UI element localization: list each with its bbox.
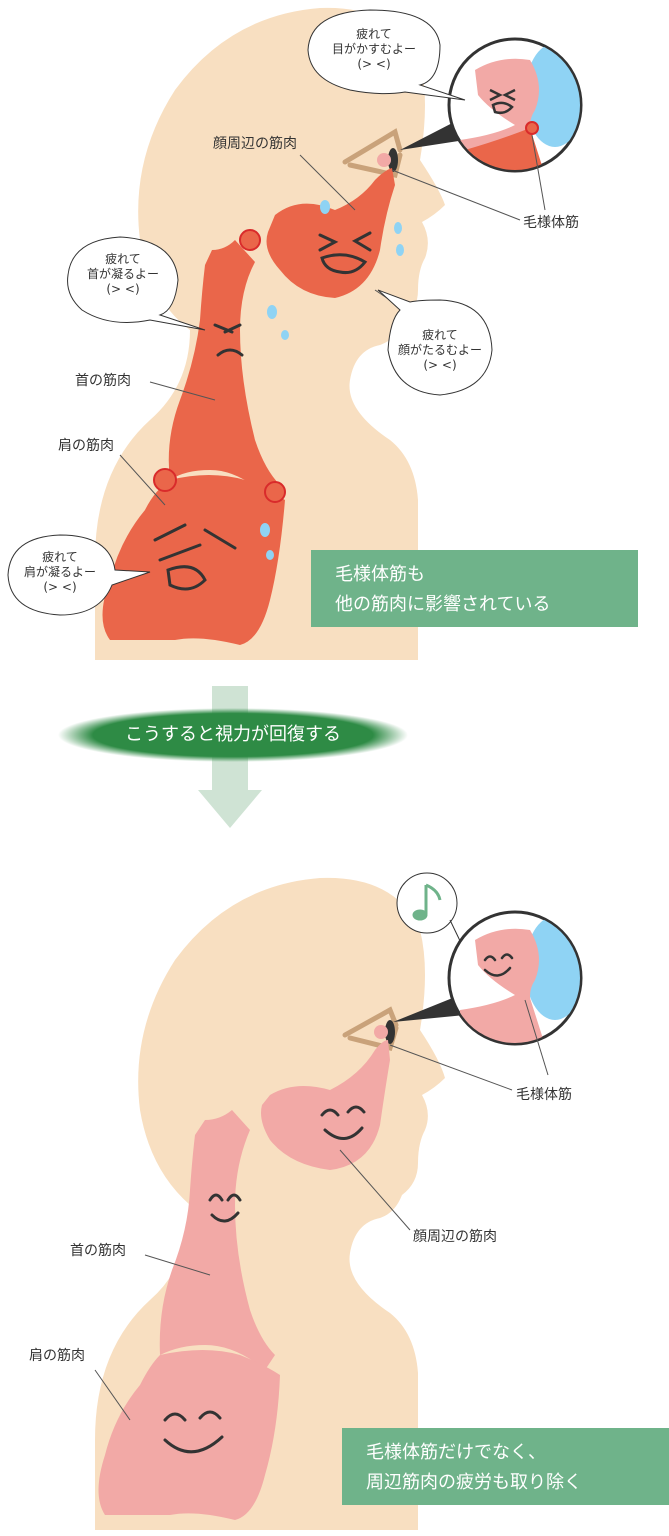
note-box-bottom: 毛様体筋だけでなく、 周辺筋肉の疲労も取り除く [342,1428,669,1505]
eye-pupil-bottom [385,1020,395,1044]
smile-face-icon [483,953,514,977]
smile-face-icon [163,1105,366,1454]
banner-shape [58,708,408,762]
neck-muscle-bottom [159,1110,275,1370]
transition-banner: こうすると視力が回復する [125,724,341,745]
bubble-shoulder-text: 疲れて肩が凝るよー(> <) [23,550,96,594]
label-ciliary-muscle-top: 毛様体筋 [523,215,579,231]
label-shoulder-muscle-bottom: 肩の筋肉 [29,1348,85,1364]
tired-face-icon [489,88,516,115]
knot-icon [239,229,261,251]
eye-outline-top [342,128,403,178]
tired-face-icon [153,231,372,591]
label-face-muscle-top: 顔周辺の筋肉 [213,136,297,152]
eye-pupil-top [388,148,398,172]
bubble-neck-text: 疲れて首が凝るよー(> <) [86,252,159,296]
label-neck-muscle-top: 首の筋肉 [75,373,131,389]
label-neck-muscle-bottom: 首の筋肉 [70,1243,126,1259]
bubble-eye [307,9,466,101]
shoulder-muscle-bottom [98,1350,280,1520]
knot-icon [264,481,286,503]
music-note-icon [412,883,442,921]
knot-icon [153,468,177,492]
shoulder-muscle-top [102,475,285,645]
bubble-face [377,289,493,396]
zoom-pointer-top [400,118,465,150]
label-shoulder-muscle-top: 肩の筋肉 [58,438,114,454]
label-ciliary-muscle-bottom: 毛様体筋 [516,1087,572,1103]
note-box-top: 毛様体筋も 他の筋肉に影響されている [311,550,638,627]
label-face-muscle-bottom: 顔周辺の筋肉 [413,1229,497,1245]
bubble-eye-text: 疲れて目がかすむよー(> <) [331,27,416,71]
face-muscle-bottom [261,1040,390,1170]
zoom-pointer-bottom [393,995,465,1022]
bubble-neck [67,236,206,331]
sweat-drop-icon [260,200,404,560]
bubble-shoulder [7,534,151,616]
neck-muscle-top [168,240,280,500]
bubble-face-text: 疲れて顔がたるむよー(> <) [397,328,482,372]
